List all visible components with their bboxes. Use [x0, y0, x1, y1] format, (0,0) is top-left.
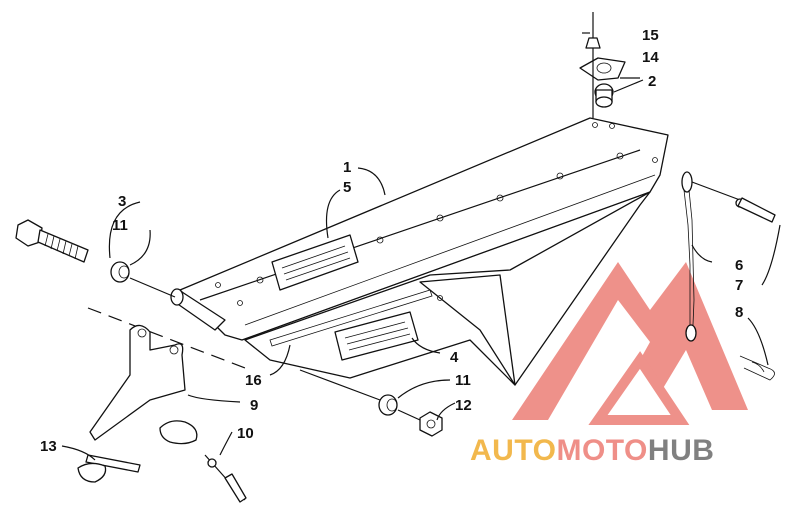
nut-part-12 — [419, 411, 443, 437]
rivet-part-15 — [585, 12, 601, 49]
bushing-part-11-left — [110, 261, 130, 283]
callout-11-right: 11 — [455, 372, 471, 389]
callout-16: 16 — [245, 372, 262, 389]
pad-part — [159, 420, 198, 445]
bolt-part-3 — [15, 219, 89, 263]
callout-14: 14 — [642, 49, 659, 66]
watermark-logo: AUTOMOTOHUB — [470, 262, 748, 467]
lanyard-part-6 — [681, 171, 697, 342]
bracket-part-9 — [89, 324, 186, 441]
callout-1: 1 — [343, 159, 351, 176]
callout-7: 7 — [735, 277, 743, 294]
svg-text:AUTOMOTOHUB: AUTOMOTOHUB — [470, 434, 714, 467]
callout-5: 5 — [343, 179, 351, 196]
watermark-triangle-icon — [512, 262, 748, 420]
main-plate — [170, 117, 669, 386]
callout-13: 13 — [40, 438, 57, 455]
callout-6: 6 — [735, 257, 743, 274]
callout-2: 2 — [648, 73, 656, 90]
callout-12: 12 — [455, 397, 472, 414]
watermark-hub: HUB — [648, 434, 715, 467]
callout-10: 10 — [237, 425, 254, 442]
watermark-inner-triangle-icon — [588, 351, 690, 425]
callout-8: 8 — [735, 304, 743, 321]
callout-9: 9 — [250, 397, 258, 414]
callout-11-left: 11 — [112, 217, 128, 234]
bracket-part-14 — [579, 57, 626, 81]
pin-part-7 — [691, 181, 776, 223]
callout-15: 15 — [642, 27, 659, 44]
watermark-auto: AUTO — [470, 434, 556, 467]
strip-part-13 — [77, 454, 141, 483]
grommet-part-2 — [594, 83, 614, 108]
callout-3: 3 — [118, 193, 126, 210]
callout-4: 4 — [450, 349, 459, 366]
clip-part-8 — [739, 355, 775, 381]
leader-lines — [61, 32, 781, 461]
watermark-moto: MOTO — [556, 434, 647, 467]
pin-part-10 — [204, 454, 247, 503]
bushing-part-11-right — [378, 394, 398, 416]
